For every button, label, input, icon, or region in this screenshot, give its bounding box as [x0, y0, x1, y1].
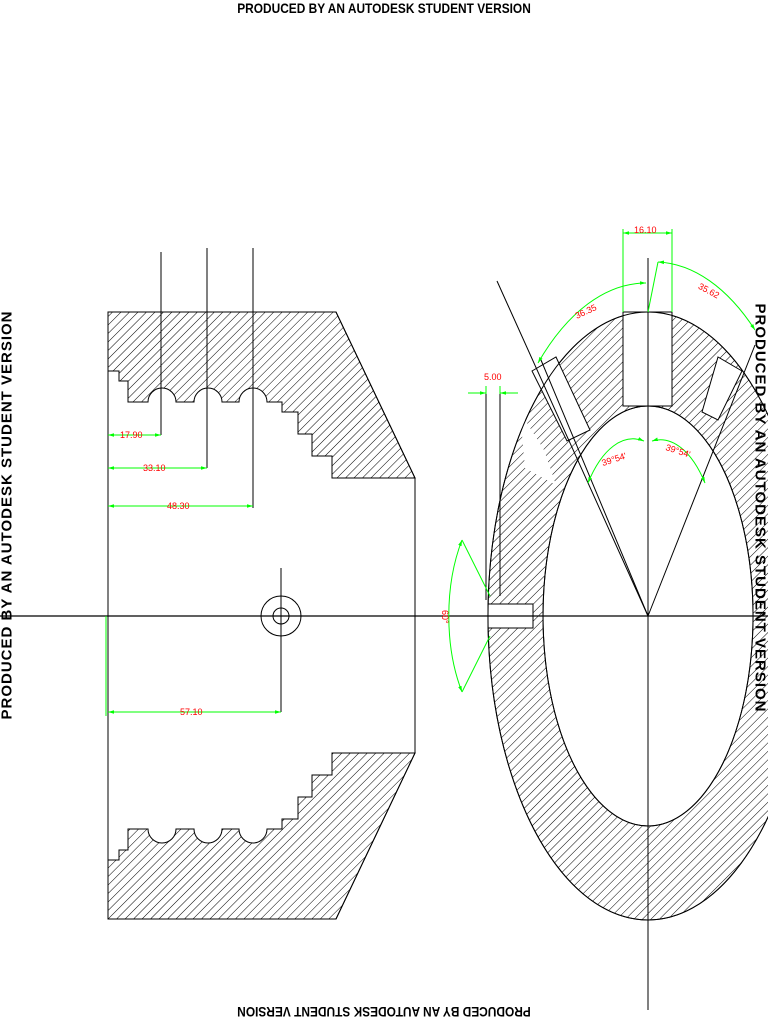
front-view — [485, 258, 768, 1010]
dim-angle-left: 39°54' — [600, 451, 627, 468]
dim-17-90: 17.90 — [120, 430, 143, 440]
dim-16-10: 16.10 — [634, 225, 657, 235]
watermark-top: PRODUCED BY AN AUTODESK STUDENT VERSION — [237, 0, 531, 16]
dimension-lines — [105, 229, 756, 716]
construction-line-2 — [540, 359, 649, 617]
slot-upper-left — [520, 412, 556, 485]
dim-33-10: 33.10 — [143, 463, 166, 473]
lower-hatch — [107, 752, 416, 920]
dim-5-00: 5.00 — [484, 372, 502, 382]
dim-36-35: 36.35 — [573, 302, 598, 321]
section-view — [107, 248, 416, 920]
dim-angle-right: 39°54' — [664, 442, 691, 459]
slot-right — [701, 356, 743, 421]
construction-line-1 — [496, 280, 649, 617]
upper-hatch — [107, 311, 416, 479]
watermark-bottom: PRODUCED BY AN AUTODESK STUDENT VERSION — [237, 1004, 531, 1020]
dim-48-30: 48.30 — [167, 501, 190, 511]
dimension-texts: 17.90 33.10 48.30 57.10 16.10 36.35 35.6… — [120, 225, 721, 717]
watermark-right: PRODUCED BY AN AUTODESK STUDENT VERSION — [751, 303, 768, 713]
dim-35-62: 35.62 — [697, 281, 722, 300]
dim-57-10: 57.10 — [180, 707, 203, 717]
dim-angle-60: 60° — [440, 610, 450, 624]
watermark-left: PRODUCED BY AN AUTODESK STUDENT VERSION — [0, 310, 16, 720]
